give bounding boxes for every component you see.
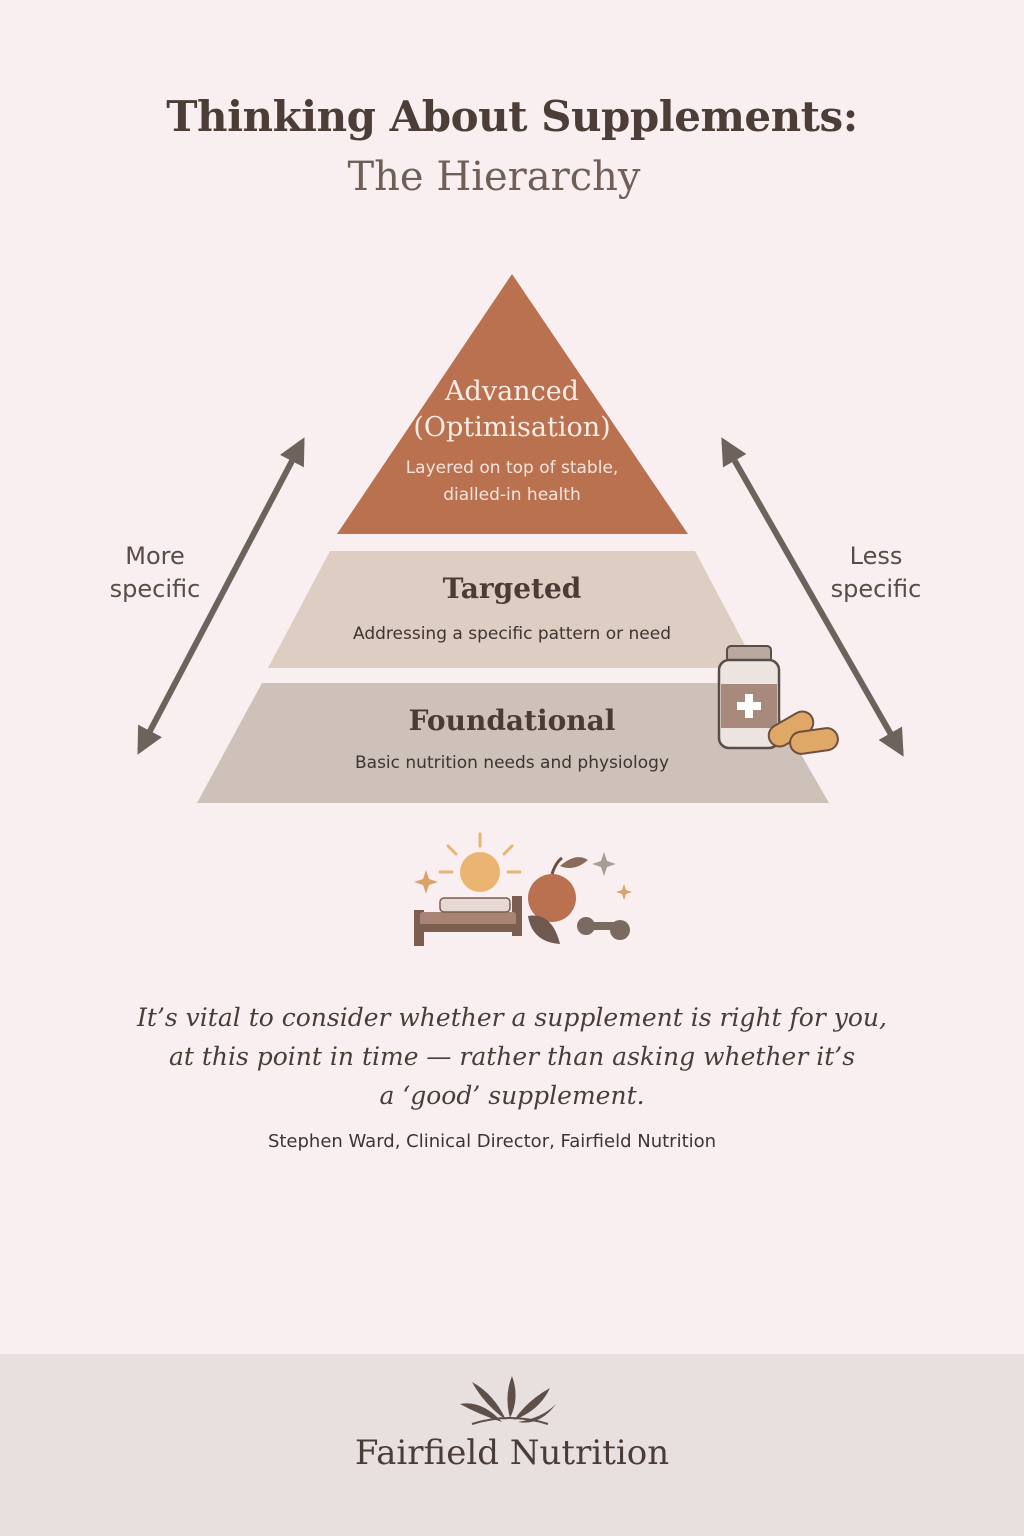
- tier-advanced-title-line1: Advanced: [445, 376, 579, 407]
- sun-icon: [438, 832, 522, 892]
- tier-advanced-desc-line2: dialled-in health: [443, 485, 581, 505]
- tier-foundational-desc: Basic nutrition needs and physiology: [354, 753, 670, 773]
- quote-line-2: at this point in time — rather than aski…: [168, 1042, 856, 1071]
- tier-targeted-title: Targeted: [442, 572, 582, 605]
- page-title: Thinking About Supplements:: [166, 92, 858, 141]
- right-side-label-line1: Less: [849, 542, 903, 570]
- quote-line-3: a ‘good’ supplement.: [379, 1081, 645, 1110]
- leaf-icon: [528, 915, 560, 944]
- tier-targeted-desc: Addressing a specific pattern or need: [353, 624, 671, 644]
- page-subtitle: The Hierarchy: [347, 154, 641, 200]
- tier-advanced-shape: [337, 274, 688, 534]
- sparkle-icon: [414, 852, 632, 900]
- bed-icon: [414, 896, 522, 946]
- left-double-arrow: [137, 437, 305, 755]
- brand-name: Fairfield Nutrition: [354, 1433, 670, 1473]
- tier-advanced-desc-line1: Layered on top of stable,: [405, 458, 619, 478]
- left-side-label: More specific: [75, 540, 235, 606]
- apple-icon: [528, 856, 588, 922]
- right-side-label: Less specific: [796, 540, 956, 606]
- quote: It’s vital to consider whether a supplem…: [120, 998, 904, 1115]
- tier-advanced-title-line2: (Optimisation): [413, 412, 611, 443]
- right-side-label-line2: specific: [830, 575, 922, 603]
- tier-foundational-shape: [197, 683, 829, 803]
- right-double-arrow: [721, 437, 904, 757]
- leaf-sprig-icon: [460, 1376, 556, 1425]
- left-side-label-line2: specific: [109, 575, 201, 603]
- capsules-icon: [767, 710, 839, 755]
- quote-line-1: It’s vital to consider whether a supplem…: [137, 1003, 887, 1032]
- dumbbell-icon: [577, 917, 630, 940]
- left-side-label-line1: More: [125, 542, 185, 570]
- quote-attribution: Stephen Ward, Clinical Director, Fairfie…: [267, 1131, 717, 1152]
- supplement-bottle-icon: [717, 645, 781, 750]
- tier-foundational-title: Foundational: [408, 704, 616, 737]
- tier-targeted-shape: [268, 551, 757, 668]
